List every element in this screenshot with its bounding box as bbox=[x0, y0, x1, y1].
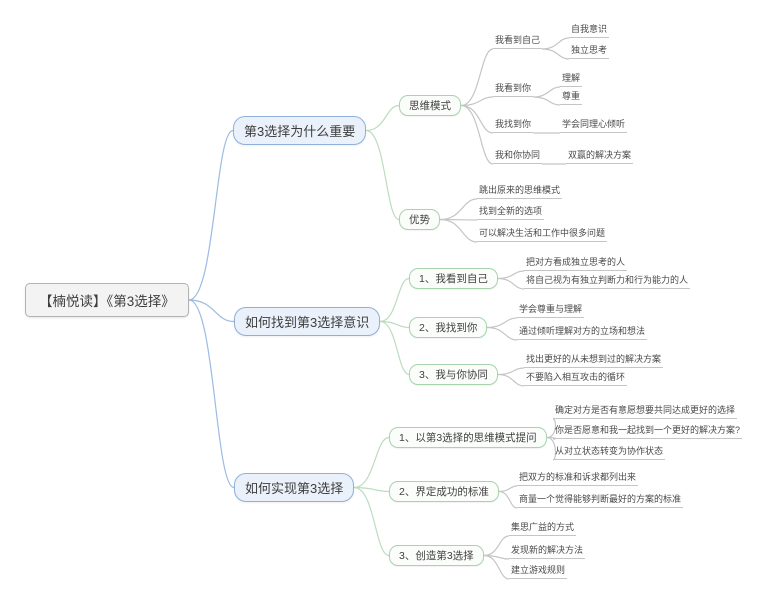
node-b3s3[interactable]: 3、创造第3选择 bbox=[389, 544, 484, 566]
connector bbox=[532, 86, 561, 98]
node-b2s1[interactable]: 1、我看到自己 bbox=[409, 267, 498, 289]
connector bbox=[460, 48, 494, 107]
connector bbox=[486, 326, 518, 341]
connector bbox=[188, 299, 235, 489]
node-b3s3c[interactable]: 建立游戏规则 bbox=[509, 563, 568, 579]
connector bbox=[460, 104, 494, 134]
node-b1s1b2[interactable]: 尊重 bbox=[560, 89, 583, 105]
connector bbox=[188, 299, 235, 323]
node-b1s1[interactable]: 思维模式 bbox=[399, 94, 461, 116]
node-b3s1b[interactable]: 你是否愿意和我一起找到一个更好的解决方案? bbox=[553, 423, 743, 439]
connector bbox=[497, 367, 525, 376]
connector bbox=[460, 96, 494, 107]
connector bbox=[483, 554, 510, 580]
node-b1s1d1[interactable]: 双赢的解决方案 bbox=[566, 148, 634, 164]
node-b3s1[interactable]: 1、以第3选择的思维模式提问 bbox=[389, 426, 547, 448]
node-b1s1b[interactable]: 我看到你 bbox=[493, 81, 534, 97]
connector bbox=[439, 218, 478, 243]
node-b3s3a[interactable]: 集思广益的方式 bbox=[509, 520, 577, 536]
connector bbox=[497, 373, 525, 387]
node-b1s2a[interactable]: 跳出原来的思维模式 bbox=[477, 183, 563, 199]
node-b1s2c[interactable]: 可以解决生活和工作中很多问题 bbox=[477, 226, 608, 242]
connector bbox=[365, 104, 400, 132]
connector bbox=[498, 490, 518, 509]
node-b1s1c1[interactable]: 学会同理心倾听 bbox=[560, 117, 628, 133]
connector bbox=[541, 48, 570, 60]
node-b3s1a[interactable]: 确定对方是否有意愿想要共同达成更好的选择 bbox=[553, 403, 738, 419]
node-b3s2[interactable]: 2、界定成功的标准 bbox=[389, 480, 499, 502]
node-b2s1b[interactable]: 将自己视为有独立判断力和行为能力的人 bbox=[524, 273, 691, 289]
connector bbox=[353, 486, 390, 493]
node-b3[interactable]: 如何实现第3选择 bbox=[234, 472, 355, 502]
connector bbox=[532, 96, 561, 106]
node-b1s1a2[interactable]: 独立思考 bbox=[569, 43, 610, 59]
connector bbox=[497, 270, 525, 280]
node-b3s1c[interactable]: 从对立状态转变为协作状态 bbox=[553, 444, 666, 460]
node-b3s2a[interactable]: 把双方的标准和诉求都列出来 bbox=[517, 470, 639, 486]
node-root[interactable]: 【楠悦读】《第3选择》 bbox=[25, 283, 189, 317]
node-b2s2a[interactable]: 学会尊重与理解 bbox=[517, 302, 585, 318]
node-b1s1c[interactable]: 我找到你 bbox=[493, 117, 534, 133]
connector bbox=[365, 129, 400, 221]
node-b3s2b[interactable]: 商量一个觉得能够判断最好的方案的标准 bbox=[517, 492, 684, 508]
node-b2s3b[interactable]: 不要陷入相互攻击的循环 bbox=[524, 370, 628, 386]
connector bbox=[379, 277, 410, 323]
connector bbox=[483, 535, 510, 557]
node-b1s2[interactable]: 优势 bbox=[399, 208, 440, 230]
node-b2s3a[interactable]: 找出更好的从未想到过的解决方案 bbox=[524, 352, 664, 368]
node-b1s1d[interactable]: 我和你协同 bbox=[493, 148, 543, 164]
node-b3s3b[interactable]: 发现新的解决方法 bbox=[509, 543, 586, 559]
connector bbox=[188, 129, 234, 301]
connector bbox=[353, 436, 390, 489]
connector bbox=[498, 485, 518, 493]
connector bbox=[353, 486, 390, 557]
node-b1s1b1[interactable]: 理解 bbox=[560, 71, 583, 87]
connector bbox=[460, 104, 494, 165]
node-b2s2[interactable]: 2、我找到你 bbox=[409, 316, 488, 338]
node-b1[interactable]: 第3选择为什么重要 bbox=[233, 115, 367, 145]
node-b2[interactable]: 如何找到第3选择意识 bbox=[234, 306, 381, 336]
node-b2s1a[interactable]: 把对方看成独立思考的人 bbox=[524, 255, 628, 271]
node-b2s3[interactable]: 3、我与你协同 bbox=[409, 363, 498, 385]
node-b1s1a[interactable]: 我看到自己 bbox=[493, 33, 543, 49]
node-b1s2b[interactable]: 找到全新的选项 bbox=[477, 204, 545, 220]
connector bbox=[541, 37, 570, 50]
connector bbox=[497, 277, 525, 290]
connector bbox=[486, 317, 518, 329]
connector bbox=[379, 320, 410, 376]
connector bbox=[439, 198, 478, 221]
connector bbox=[379, 320, 410, 329]
node-b1s1a1[interactable]: 自我意识 bbox=[569, 22, 610, 38]
node-b2s2b[interactable]: 通过倾听理解对方的立场和想法 bbox=[517, 324, 648, 340]
